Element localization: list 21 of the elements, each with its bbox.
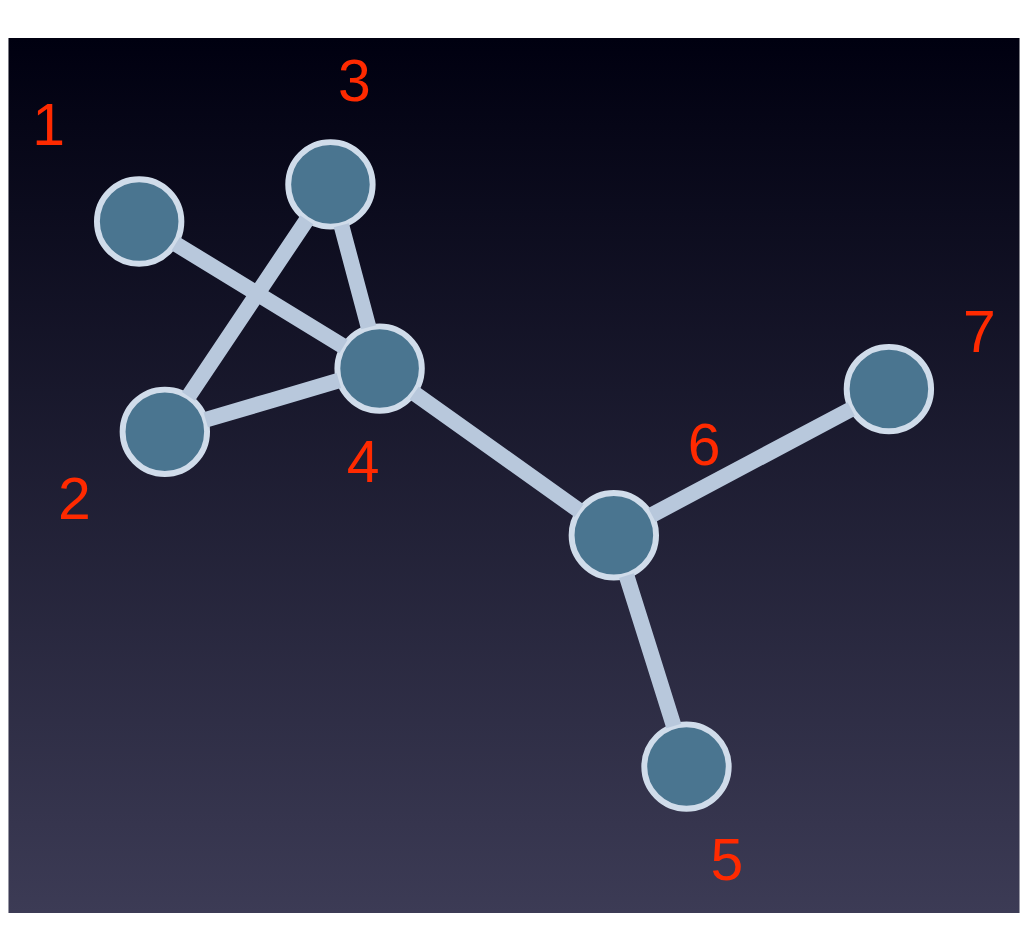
node-circle	[94, 175, 185, 267]
node-label: 1	[32, 91, 66, 157]
node-circle	[334, 322, 425, 414]
connector	[203, 372, 342, 427]
node-circle	[843, 343, 935, 434]
node-circle	[568, 489, 659, 580]
node-circle	[119, 386, 210, 477]
node-label: 3	[338, 47, 371, 113]
node-label: 5	[710, 826, 744, 892]
connector	[409, 386, 584, 517]
node-circle	[285, 138, 376, 230]
connector	[648, 401, 855, 522]
node-label: 4	[346, 428, 380, 494]
connector	[171, 236, 348, 353]
connector	[182, 214, 314, 401]
node-circle	[641, 720, 732, 812]
node-label: 6	[687, 411, 721, 477]
node-label: 2	[58, 465, 91, 531]
connector	[333, 222, 377, 329]
connector	[619, 572, 682, 728]
node-label: 7	[962, 298, 996, 364]
